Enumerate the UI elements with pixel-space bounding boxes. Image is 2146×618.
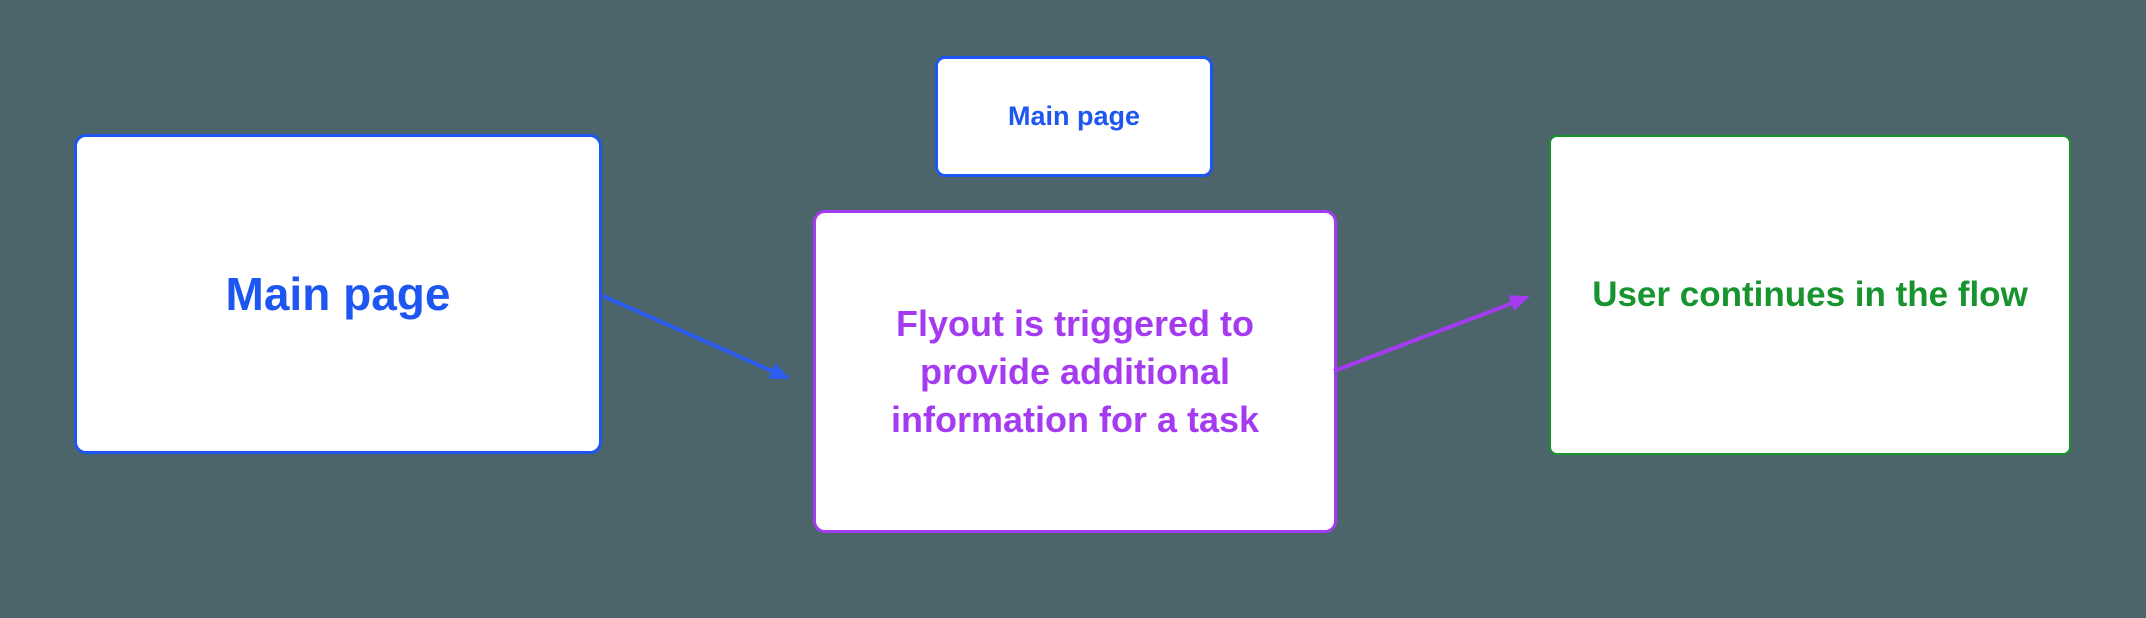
node-main-page-mini[interactable]: Main page <box>935 56 1213 177</box>
arrow-flyout-to-flow-continue[interactable] <box>1333 295 1530 373</box>
node-main-page-mini-label: Main page <box>1007 101 1141 131</box>
node-flyout-label-line-2: provide additional <box>919 350 1231 392</box>
node-flyout-label-line-1: Flyout is triggered to <box>895 302 1254 344</box>
node-main-page-label: Main page <box>225 268 451 320</box>
node-flow-continue[interactable]: User continues in the flow <box>1549 135 2071 455</box>
arrow-main-page-to-flyout[interactable] <box>602 294 790 379</box>
node-flyout-label-line-3: information for a task <box>890 398 1260 440</box>
node-flyout[interactable]: Flyout is triggered to provide additiona… <box>813 210 1337 533</box>
node-flow-continue-label: User continues in the flow <box>1592 275 2028 314</box>
node-main-page[interactable]: Main page <box>74 134 602 454</box>
connector-line <box>1333 301 1514 373</box>
connector-line <box>602 294 775 374</box>
arrowhead-icon <box>768 363 790 379</box>
arrowhead-icon <box>1508 295 1530 311</box>
